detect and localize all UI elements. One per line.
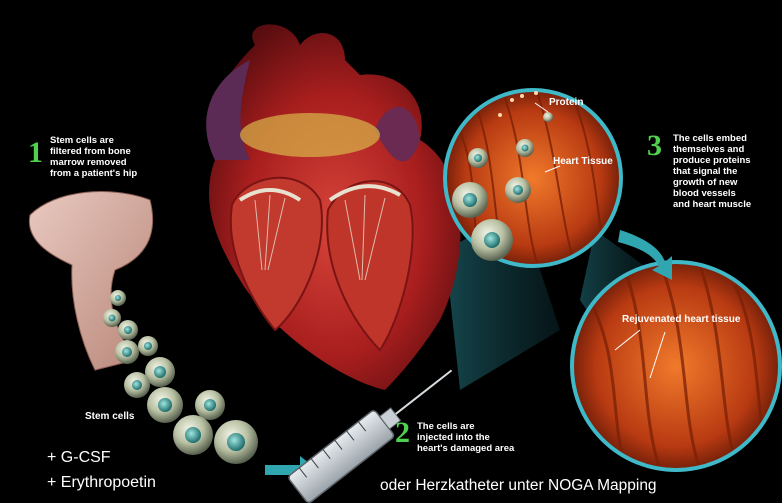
step-2-line: heart's damaged area	[417, 443, 514, 454]
step-3-line: and heart muscle	[673, 199, 751, 210]
step-1-line: from a patient's hip	[50, 168, 137, 179]
protein-label: Protein	[549, 97, 583, 108]
step-3-line: The cells embed	[673, 133, 751, 144]
step-3-line: growth of new	[673, 177, 751, 188]
step-2-number: 2	[395, 418, 410, 448]
heart-cross-section	[206, 24, 460, 390]
step-3-line: produce proteins	[673, 155, 751, 166]
heart-tissue-label: Heart Tissue	[553, 156, 613, 167]
step-3-number: 3	[647, 131, 662, 161]
step-3-line: themselves and	[673, 144, 751, 155]
step-3-line: that signal the	[673, 166, 751, 177]
step-2-text: The cells are injected into the heart's …	[417, 421, 514, 454]
rejuvenated-tissue-zoom	[572, 262, 780, 470]
rejuvenated-tissue-label: Rejuvenated heart tissue	[622, 314, 740, 325]
step-1-line: Stem cells are	[50, 135, 137, 146]
step-1-line: filtered from bone	[50, 146, 137, 157]
stem-cells-label: Stem cells	[85, 411, 134, 422]
step-3-text: The cells embed themselves and produce p…	[673, 133, 751, 210]
step-2-line: The cells are	[417, 421, 514, 432]
step-2-line: injected into the	[417, 432, 514, 443]
step-3-line: blood vessels	[673, 188, 751, 199]
addition-gcsf: + G-CSF	[47, 449, 111, 467]
addition-erythropoetin: + Erythropoetin	[47, 474, 156, 492]
stem-cells-chain	[103, 290, 258, 464]
step-1-text: Stem cells are filtered from bone marrow…	[50, 135, 137, 179]
caption: oder Herzkatheter unter NOGA Mapping	[380, 477, 657, 495]
step-1-number: 1	[28, 138, 43, 168]
step-1-line: marrow removed	[50, 157, 137, 168]
